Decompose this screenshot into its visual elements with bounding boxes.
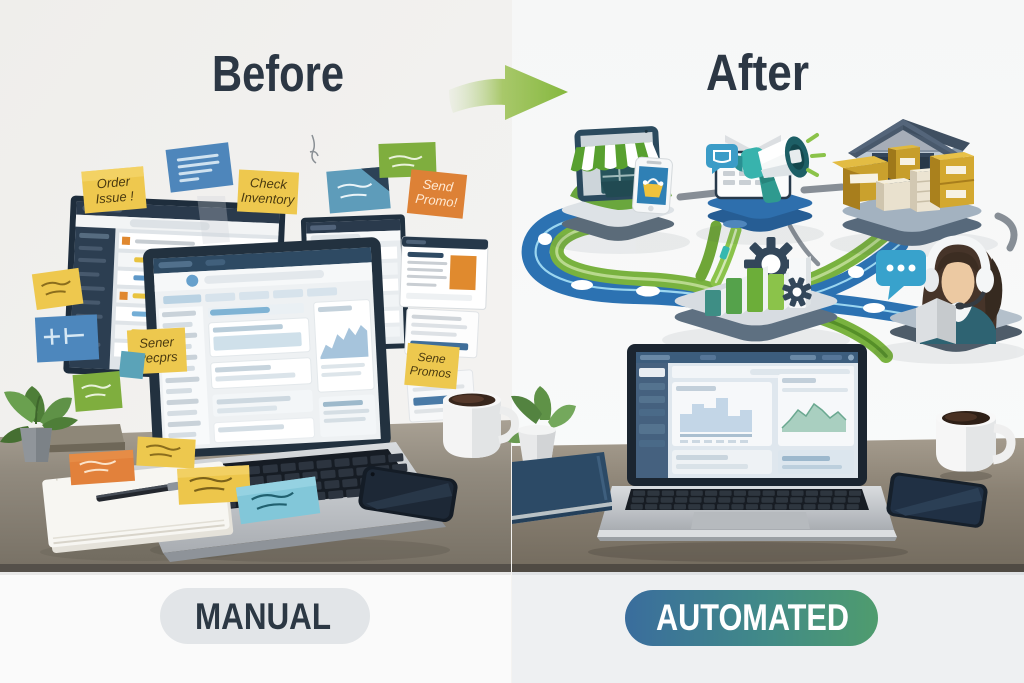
svg-text:AUTOMATED: AUTOMATED [656, 597, 849, 638]
svg-text:Promo!: Promo! [415, 191, 459, 210]
svg-text:Inventory: Inventory [241, 190, 297, 208]
svg-text:MANUAL: MANUAL [195, 596, 331, 637]
svg-text:Check: Check [250, 175, 289, 192]
svg-text:Promos: Promos [409, 363, 451, 381]
svg-text:Sener: Sener [139, 334, 175, 351]
svg-text:Send: Send [422, 177, 455, 195]
svg-text:Pecprs: Pecprs [137, 349, 179, 366]
svg-text:Sene: Sene [417, 350, 446, 366]
svg-text:Order: Order [96, 173, 131, 191]
svg-text:Issue !: Issue ! [95, 188, 135, 206]
svg-text:After: After [706, 44, 809, 101]
svg-text:Before: Before [212, 45, 344, 102]
